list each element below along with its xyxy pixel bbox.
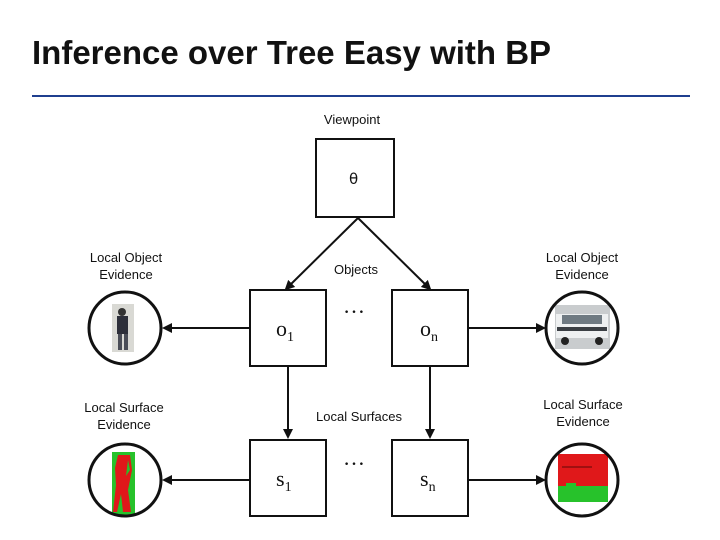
theta-symbol: θ — [349, 170, 359, 188]
o1-node — [249, 289, 327, 367]
edges — [162, 217, 546, 485]
van-surface-map-icon — [546, 444, 618, 516]
pedestrian-surface-map-icon — [89, 444, 161, 516]
pedestrian-photo-icon — [89, 292, 161, 364]
o1-label: o1 — [276, 316, 294, 346]
on-base: o — [420, 316, 431, 341]
right-surface-evidence-label: Local Surface Evidence — [543, 397, 623, 429]
s1-base: s — [276, 466, 285, 491]
page-title: Inference over Tree Easy with BP — [32, 34, 552, 71]
sn-node — [391, 439, 469, 517]
s1-node — [249, 439, 327, 517]
van-photo-icon — [546, 292, 618, 364]
on-subscript: n — [431, 330, 438, 345]
sn-subscript: n — [428, 480, 436, 495]
left-object-evidence-node — [87, 290, 163, 366]
o1-base: o — [276, 316, 287, 341]
viewpoint-label: Viewpoint — [323, 112, 381, 127]
objects-ellipsis: … — [343, 293, 366, 318]
objects-label: Objects — [333, 262, 379, 277]
left-object-evidence-label: Local Object Evidence — [89, 250, 163, 282]
right-surface-evidence-node — [544, 442, 620, 518]
left-surface-evidence-node — [87, 442, 163, 518]
s1-subscript: 1 — [284, 480, 292, 495]
edge-theta-o1 — [284, 217, 359, 291]
local-surfaces-label: Local Surfaces — [316, 409, 402, 424]
surfaces-ellipsis: … — [343, 445, 366, 470]
left-surface-evidence-label: Local Surface Evidence — [84, 400, 164, 432]
o1-subscript: 1 — [287, 330, 294, 345]
on-node — [391, 289, 469, 367]
sn-label: sn — [420, 466, 436, 496]
theta-node — [315, 138, 395, 218]
on-label: on — [420, 316, 438, 346]
s1-label: s1 — [276, 466, 292, 496]
right-object-evidence-label: Local Object Evidence — [545, 250, 619, 282]
edge-theta-on — [357, 217, 432, 291]
sn-base: s — [420, 466, 429, 491]
title-underline — [32, 95, 690, 97]
right-object-evidence-node — [544, 290, 620, 366]
